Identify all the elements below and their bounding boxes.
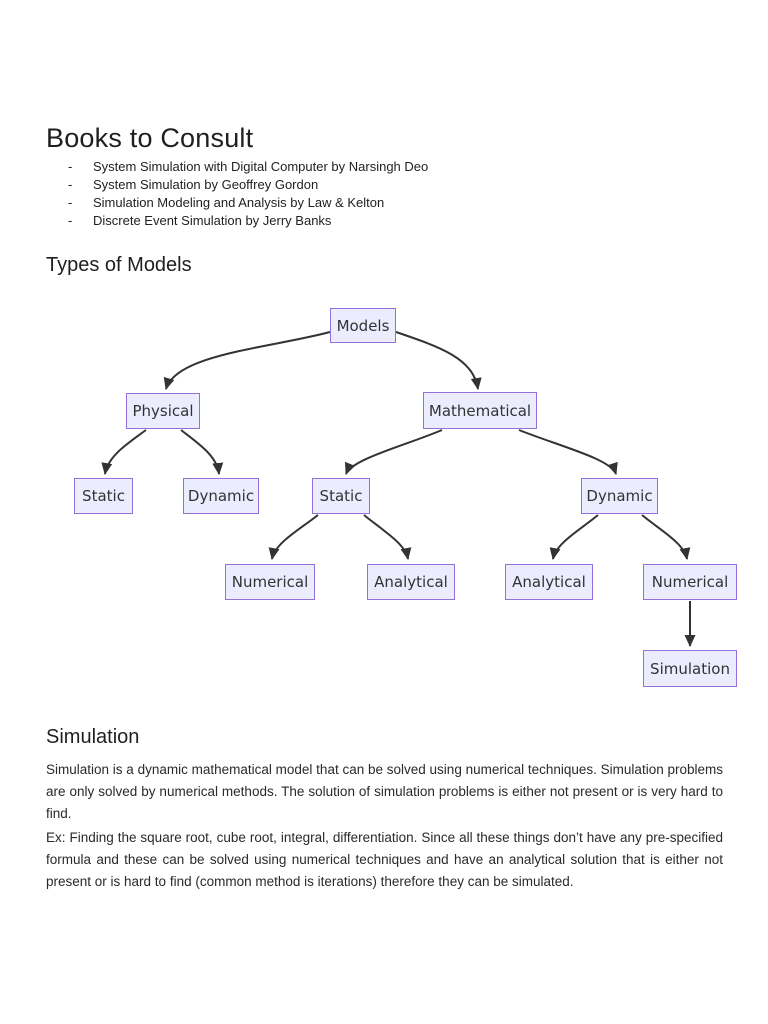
bullet-dash: -: [68, 177, 73, 192]
node-models: Models: [330, 308, 396, 343]
book-title: System Simulation with Digital Computer …: [93, 159, 429, 174]
edge-static-math-to-analytical-static: [363, 514, 412, 560]
edge-models-to-physical: [163, 331, 331, 390]
bullet-dash: -: [68, 213, 73, 228]
node-static-math: Static: [312, 478, 370, 514]
edge-physical-to-dynamic-physical: [180, 429, 224, 475]
page-title: Books to Consult: [46, 123, 254, 153]
list-item: - Discrete Event Simulation by Jerry Ban…: [46, 212, 606, 230]
book-list: - System Simulation with Digital Compute…: [46, 158, 606, 230]
edge-mathematical-to-dynamic-math: [518, 429, 618, 475]
book-title: Simulation Modeling and Analysis by Law …: [93, 195, 385, 210]
node-numerical-static: Numerical: [225, 564, 315, 600]
bullet-dash: -: [68, 159, 73, 174]
edge-dynamic-math-to-analytical-dynamic: [549, 514, 599, 560]
list-item: - System Simulation by Geoffrey Gordon: [46, 176, 606, 194]
node-analytical-static: Analytical: [367, 564, 455, 600]
node-dynamic-math: Dynamic: [581, 478, 658, 514]
section-title-simulation: Simulation: [46, 726, 140, 748]
list-item: - Simulation Modeling and Analysis by La…: [46, 194, 606, 212]
node-numerical-dynamic: Numerical: [643, 564, 737, 600]
node-dynamic-physical: Dynamic: [183, 478, 259, 514]
edge-dynamic-math-to-numerical-dynamic: [641, 514, 691, 560]
book-title: System Simulation by Geoffrey Gordon: [93, 177, 319, 192]
node-analytical-dynamic: Analytical: [505, 564, 593, 600]
paragraph-simulation-example: Ex: Finding the square root, cube root, …: [46, 830, 723, 889]
bullet-dash: -: [68, 195, 73, 210]
section-title-types-of-models: Types of Models: [46, 254, 192, 276]
node-mathematical: Mathematical: [423, 392, 537, 429]
edge-static-math-to-numerical-static: [268, 514, 319, 560]
list-item: - System Simulation with Digital Compute…: [46, 158, 606, 176]
node-physical: Physical: [126, 393, 200, 429]
node-simulation: Simulation: [643, 650, 737, 687]
edge-models-to-mathematical: [395, 331, 482, 390]
book-title: Discrete Event Simulation by Jerry Banks: [93, 213, 332, 228]
edge-physical-to-static-physical: [101, 429, 147, 475]
edge-mathematical-to-static-math: [345, 429, 443, 475]
paragraph-simulation-definition: Simulation is a dynamic mathematical mod…: [46, 762, 723, 821]
node-static-physical: Static: [74, 478, 133, 514]
